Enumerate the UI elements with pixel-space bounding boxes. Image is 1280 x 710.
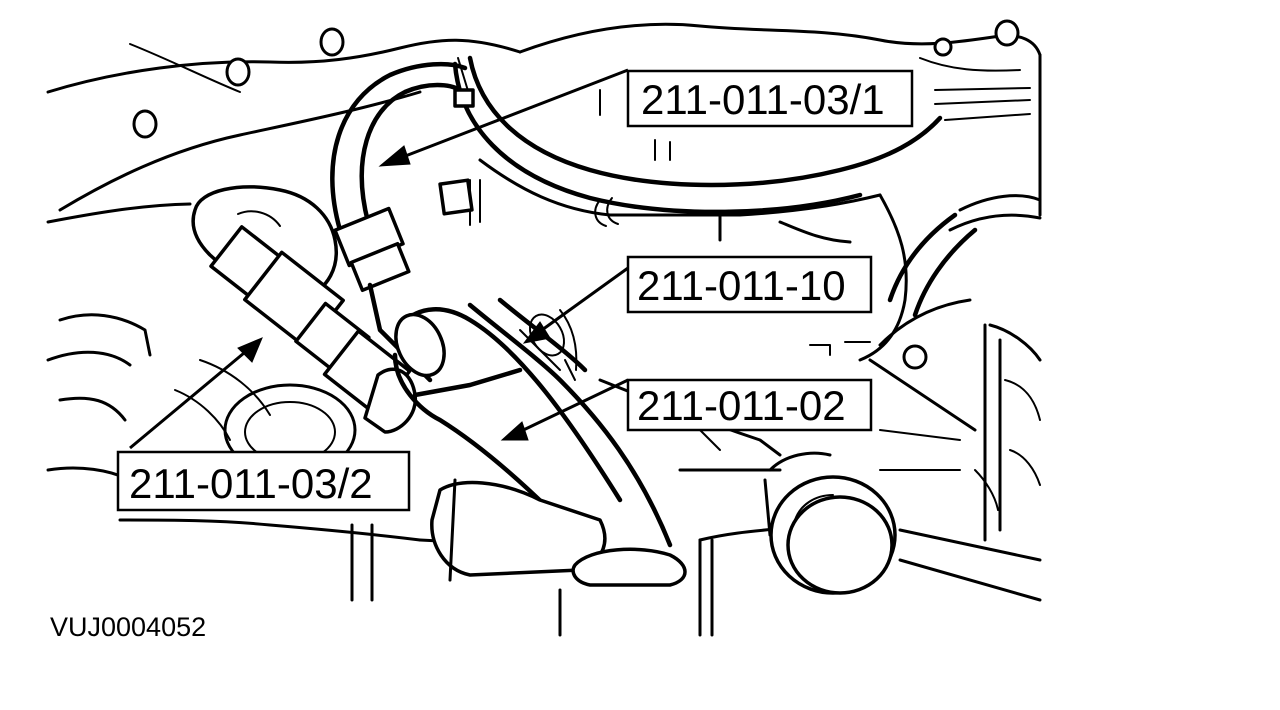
figure-reference-code: VUJ0004052 bbox=[50, 612, 206, 642]
callout-211-011-03-2: 211-011-03/2 bbox=[116, 450, 411, 512]
gauge-hose bbox=[330, 57, 475, 383]
callout-label: 211-011-03/1 bbox=[641, 76, 885, 123]
engine-bay-outline bbox=[46, 19, 1042, 637]
arrow-c1 bbox=[394, 68, 629, 162]
callout-211-011-03-1: 211-011-03/1 bbox=[626, 69, 914, 128]
lower-fittings bbox=[430, 451, 897, 595]
callout-label: 211-011-03/2 bbox=[129, 460, 373, 507]
arrow-c4 bbox=[129, 346, 251, 450]
main-hose bbox=[392, 297, 673, 548]
callout-arrows bbox=[129, 68, 629, 450]
callout-label: 211-011-10 bbox=[637, 262, 846, 309]
callout-211-011-10: 211-011-10 bbox=[626, 255, 873, 314]
arrow-c3 bbox=[514, 378, 629, 436]
arrow-c2 bbox=[534, 266, 629, 337]
callout-211-011-02: 211-011-02 bbox=[626, 378, 873, 432]
adapter-assembly bbox=[191, 185, 523, 434]
callout-label: 211-011-02 bbox=[637, 382, 846, 429]
